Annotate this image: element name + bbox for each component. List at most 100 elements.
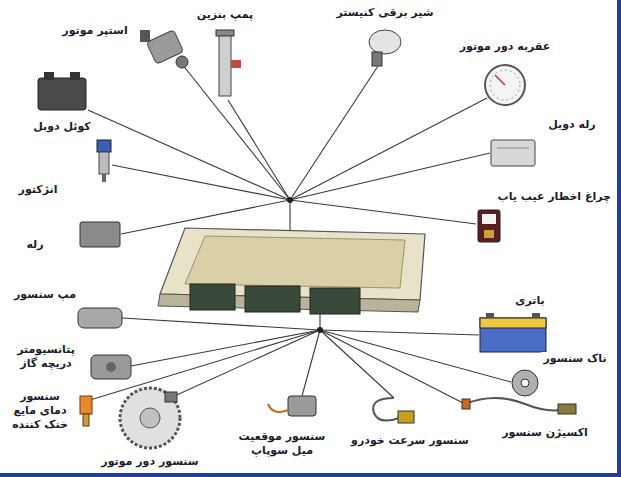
o2-wire (465, 398, 560, 410)
cam-sensor-icon (268, 396, 316, 416)
coil-post (44, 72, 54, 80)
part-label: شیر برقی کنیستر (334, 6, 435, 20)
leader-line (290, 153, 490, 200)
leader-line (90, 330, 320, 400)
map-body (78, 308, 122, 328)
ecu-connector (310, 288, 360, 314)
leader-line (112, 165, 290, 200)
knock-hole (521, 379, 529, 387)
canister-valve-icon (369, 30, 401, 66)
relay-ridge (497, 148, 529, 149)
pump-plug (231, 60, 241, 68)
coil-body (38, 78, 86, 110)
battery-body (480, 318, 546, 352)
part-label: عقربه دور موتور (458, 40, 553, 54)
ecu-unit (158, 228, 425, 314)
leader-line (320, 330, 465, 404)
coolant-sensor-icon (80, 396, 92, 426)
coolant-tip (83, 414, 89, 426)
part-label: رله (24, 238, 45, 252)
wheel-teeth (120, 388, 180, 448)
battery-terminal (486, 313, 494, 318)
part-label: انژکتور (17, 183, 60, 197)
oxygen-sensor-icon (462, 398, 576, 414)
hub-dot (317, 327, 323, 333)
part-label: چراغ اخطار عیب یاب (496, 190, 613, 204)
injector-body (99, 152, 109, 174)
leader-line (290, 66, 378, 200)
frame-bar (617, 0, 621, 477)
leader-line (320, 330, 479, 335)
ignition-coil-icon (38, 72, 86, 110)
battery-terminal (532, 313, 540, 318)
injector-top (97, 140, 111, 152)
vss-body (398, 411, 414, 423)
part-label: استپر موتور (60, 24, 129, 38)
o2-body (558, 404, 576, 414)
leader-line (182, 64, 290, 200)
crank-wheel-icon (120, 388, 180, 448)
part-label: سنسور دور موتور (99, 455, 200, 469)
relay-body (80, 222, 120, 247)
stepper-motor-icon (140, 30, 188, 68)
part-label: پتانسیومتر دریچه گاز (4, 343, 88, 371)
part-label: سنسور موقعیت میل سوپاپ (234, 430, 330, 458)
speed-sensor-icon (373, 398, 414, 423)
tachometer-icon (485, 65, 525, 105)
frame-bar (0, 473, 621, 477)
motor-plug (140, 30, 150, 42)
throttle-sensor-icon (91, 355, 131, 379)
tps-body (91, 355, 131, 379)
knock-body (512, 370, 538, 396)
lamp-body (478, 210, 500, 242)
gauge-face (485, 65, 525, 105)
wheel-hub (140, 408, 160, 428)
injector-icon (97, 140, 111, 182)
o2-plug (462, 399, 470, 409)
crank-sensor (165, 392, 177, 402)
coolant-body (80, 396, 92, 414)
injector-nozzle (102, 174, 106, 182)
pump-cap (216, 30, 234, 36)
leader-line (302, 330, 320, 396)
leader-line (88, 110, 290, 200)
lamp-button (484, 230, 494, 238)
gauge-needle (495, 75, 505, 85)
part-label: پمپ بنزین (195, 8, 255, 22)
ecu-connector (190, 284, 235, 310)
part-label: مپ سنسور (12, 288, 78, 302)
leader-line (170, 330, 320, 398)
double-relay-icon (491, 140, 535, 166)
leader-line (228, 100, 290, 200)
valve-body (369, 30, 401, 54)
hub-dot (287, 197, 293, 203)
tps-shaft (106, 362, 116, 372)
leader-lines (88, 64, 511, 404)
part-label: کوئل دوبل (31, 120, 93, 134)
part-label: اکسیژن سنسور (500, 426, 590, 440)
ecu-cover (185, 236, 405, 288)
battery-icon (480, 313, 546, 352)
part-label: ناک سنسور (541, 352, 608, 366)
lamp-window (482, 214, 496, 224)
ecu-connector (245, 286, 300, 312)
leader-line (290, 98, 487, 200)
cam-body (288, 396, 316, 416)
relay-icon (80, 222, 120, 247)
gauge-ticks (490, 70, 520, 100)
leader-line (122, 318, 320, 330)
knock-sensor-icon (512, 370, 538, 396)
fuel-pump-icon (216, 30, 241, 96)
relay-body (491, 140, 535, 166)
valve-pipe (372, 52, 382, 66)
map-sensor-icon (78, 308, 122, 328)
cam-wire (268, 404, 288, 412)
leader-line (290, 200, 476, 224)
coil-post (70, 72, 80, 80)
battery-top (480, 318, 546, 328)
part-label: باتری (513, 294, 546, 308)
motor-tip (176, 56, 188, 68)
part-label: سنسور سرعت خودرو (349, 434, 471, 448)
